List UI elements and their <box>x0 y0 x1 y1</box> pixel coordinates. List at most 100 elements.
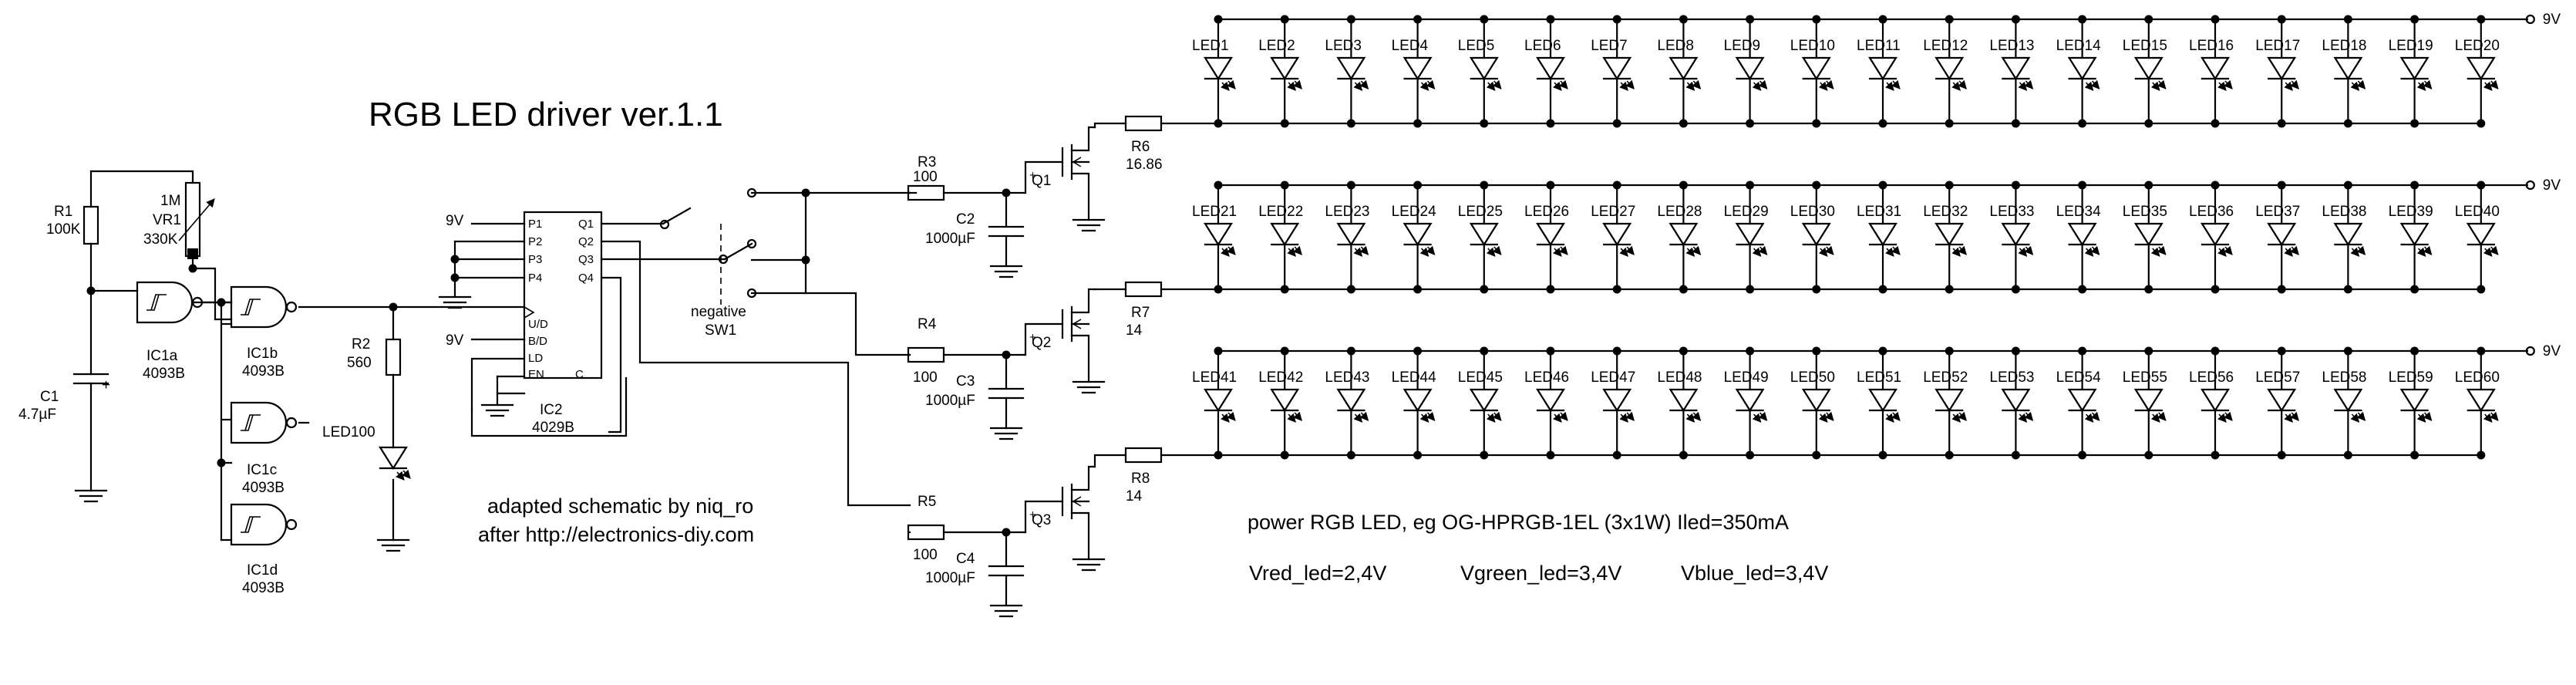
mosfet-label: Q3 <box>1032 512 1051 528</box>
led-label: LED36 <box>2189 204 2234 220</box>
r1-value: 100K <box>46 221 81 238</box>
led-label: LED10 <box>1790 38 1835 54</box>
led-led29 <box>1735 222 1768 257</box>
ic1d-part: 4093B <box>242 580 285 596</box>
r2-value: 560 <box>347 355 372 371</box>
gate-resistor-value: 100 <box>913 547 938 563</box>
led-led34 <box>2067 222 2100 257</box>
supply-9v: 9V <box>2543 177 2561 194</box>
gate-resistor-label: R5 <box>918 494 936 510</box>
led-label: LED25 <box>1458 204 1503 220</box>
led-label: LED1 <box>1192 38 1229 54</box>
ic2-pin-p1: P1 <box>528 218 542 231</box>
led-resistor-label: R7 <box>1131 305 1150 321</box>
ic2-pin-en: EN <box>528 368 544 381</box>
led-led25 <box>1469 222 1502 257</box>
supply-9v: 9V <box>2543 343 2561 359</box>
led-led12 <box>1935 56 1967 91</box>
led-label: LED18 <box>2322 38 2366 54</box>
ic1b-name: IC1b <box>247 346 278 362</box>
c1-label: C1 <box>40 389 59 405</box>
nand-gate-ic1c <box>230 401 298 444</box>
led-led7 <box>1602 56 1635 91</box>
led-label: LED39 <box>2389 204 2433 220</box>
led-label: LED35 <box>2123 204 2167 220</box>
ic2-pin-c: C <box>575 368 584 381</box>
cap-value: 1000µF <box>925 231 975 247</box>
led-led44 <box>1402 388 1436 423</box>
led-label: LED22 <box>1258 204 1303 220</box>
led-led16 <box>2201 56 2233 91</box>
led-label: LED8 <box>1657 38 1694 54</box>
led-label: LED19 <box>2389 38 2433 54</box>
led-label: LED2 <box>1258 38 1295 54</box>
sw1-note: negative <box>691 304 746 320</box>
led-led30 <box>1801 222 1834 257</box>
cap-plus: + <box>1029 508 1036 521</box>
ic2-pin-ld: LD <box>528 352 543 365</box>
supply-9v: 9V <box>2543 12 2561 28</box>
led-label: LED48 <box>1657 369 1702 386</box>
ic2-pin-p4: P4 <box>528 272 542 285</box>
led-label: LED3 <box>1325 38 1362 54</box>
vr1-top-value: 1M <box>160 193 180 209</box>
led-led28 <box>1669 222 1702 257</box>
led-label: LED45 <box>1458 369 1503 386</box>
led-led43 <box>1336 388 1369 423</box>
led-led40 <box>2466 222 2499 257</box>
ic1c-part: 4093B <box>242 480 285 496</box>
led-label: LED37 <box>2255 204 2300 220</box>
led-led5 <box>1469 56 1502 91</box>
led-led46 <box>1536 388 1568 423</box>
led-led14 <box>2067 56 2100 91</box>
led-led56 <box>2201 388 2233 423</box>
led-led22 <box>1270 222 1302 257</box>
led-led49 <box>1735 388 1768 423</box>
led-resistor-label: R6 <box>1131 139 1150 155</box>
led-led32 <box>1935 222 1967 257</box>
gate-resistor-R5 <box>907 524 945 541</box>
led-label: LED33 <box>1989 204 2034 220</box>
led-label: LED56 <box>2189 369 2234 386</box>
cap-label: C3 <box>956 373 975 390</box>
vr1-label: VR1 <box>153 212 181 228</box>
led-label: LED57 <box>2255 369 2300 386</box>
led-label: LED41 <box>1192 369 1237 386</box>
c1-plus: + <box>102 377 110 393</box>
led-label: LED26 <box>1524 204 1569 220</box>
mosfet-label: Q1 <box>1032 173 1051 189</box>
led-led50 <box>1801 388 1834 423</box>
led-led37 <box>2267 222 2299 257</box>
led-label: LED40 <box>2455 204 2500 220</box>
led-resistor-label: R8 <box>1131 471 1150 487</box>
led-resistor-value: 14 <box>1126 488 1143 504</box>
led-label: LED55 <box>2123 369 2167 386</box>
ic2-pin-q3: Q3 <box>578 253 594 266</box>
led-led59 <box>2399 388 2433 423</box>
led-led48 <box>1669 388 1702 423</box>
cap-plus: + <box>1029 169 1036 182</box>
schematic-title: RGB LED driver ver.1.1 <box>369 96 723 133</box>
led-label: LED20 <box>2455 38 2500 54</box>
led-label: LED51 <box>1857 369 1901 386</box>
led-label: LED42 <box>1258 369 1303 386</box>
led-led1 <box>1204 56 1236 91</box>
led-led38 <box>2333 222 2366 257</box>
gate-resistor-label: R4 <box>918 316 937 332</box>
nand-gate-ic1d <box>230 503 298 546</box>
ic1d-name: IC1d <box>247 562 278 579</box>
led-led11 <box>1868 56 1901 91</box>
credit-line-1: adapted schematic by niq_ro <box>487 494 753 518</box>
led-led33 <box>2001 222 2034 257</box>
led-led51 <box>1868 388 1901 423</box>
gate-resistor-label: R3 <box>918 154 936 170</box>
led-led42 <box>1270 388 1302 423</box>
led-led13 <box>2001 56 2034 91</box>
led-led58 <box>2333 388 2366 423</box>
led-led26 <box>1536 222 1568 257</box>
